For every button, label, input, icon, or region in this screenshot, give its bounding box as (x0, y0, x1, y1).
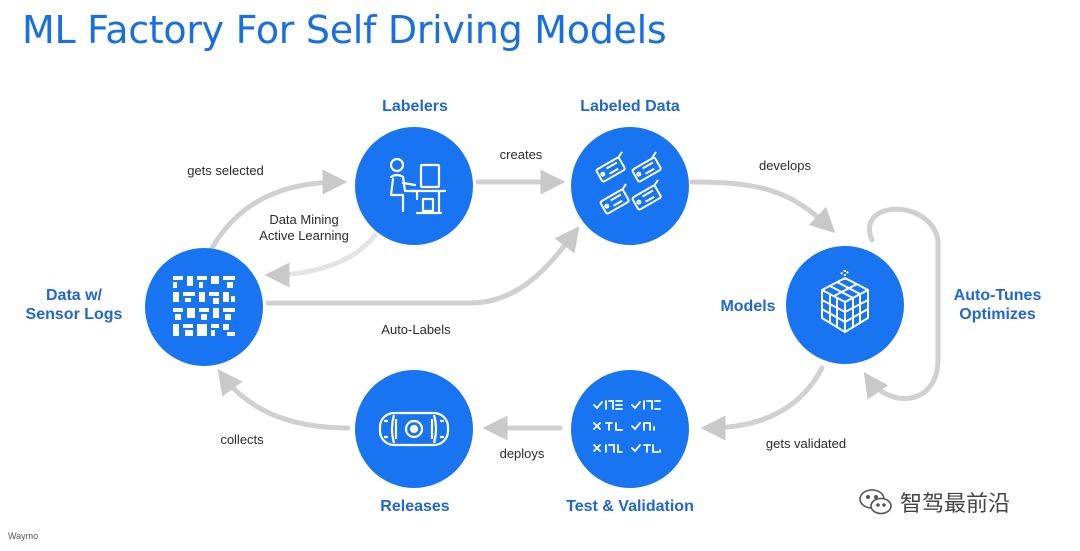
edge-label-deploys: deploys (499, 446, 545, 461)
edge-label-gets-selected: gets selected (187, 163, 264, 178)
page-title: ML Factory For Self Driving Models (22, 8, 667, 52)
footer-brand: Waymo (8, 531, 39, 541)
watermark-text: 智驾最前沿 (900, 492, 1011, 517)
edge-label-data-mining: Data Mining Active Learning (259, 212, 349, 243)
edge-label-auto-labels: Auto-Labels (381, 322, 451, 337)
node-label-labelers: Labelers (382, 98, 448, 115)
arrow-auto-labels (265, 226, 580, 306)
edge-label-gets-validated: gets validated (765, 436, 847, 451)
edge-label-collects: collects (220, 432, 264, 447)
arrow-data-mining (264, 232, 378, 288)
arrow-develops (689, 179, 836, 234)
node-label-test-validation: Test & Validation (566, 498, 694, 515)
node-data-sensor-logs (145, 248, 263, 366)
node-label-models: Models (720, 298, 776, 315)
node-label-data-sensor-logs: Data w/ Sensor Logs (25, 287, 123, 323)
node-labelers (355, 127, 473, 245)
arrow-gets-selected (209, 169, 348, 251)
arrow-collects (217, 368, 351, 431)
qr-grid-icon (173, 276, 235, 336)
node-labeled-data (571, 127, 689, 245)
cube-grid-icon (821, 270, 869, 333)
node-test-validation (571, 370, 689, 488)
tags-icon (595, 151, 662, 215)
node-releases (355, 370, 473, 488)
node-label-releases: Releases (380, 498, 450, 515)
edge-label-develops: develops (758, 158, 812, 173)
edge-label-creates: creates (499, 147, 543, 162)
arrow-gets-validated (700, 365, 825, 441)
person-at-desk-icon (389, 157, 447, 215)
node-label-labeled-data: Labeled Data (580, 98, 680, 115)
checklist-icon (593, 400, 661, 453)
wechat-icon (859, 489, 892, 515)
arrow-auto-tunes (863, 206, 941, 402)
car-top-view-icon (378, 411, 450, 447)
node-label-auto-tunes: Auto-Tunes Optimizes (953, 287, 1042, 323)
watermark: 智驾最前沿 (858, 486, 1010, 518)
node-models (786, 246, 904, 364)
